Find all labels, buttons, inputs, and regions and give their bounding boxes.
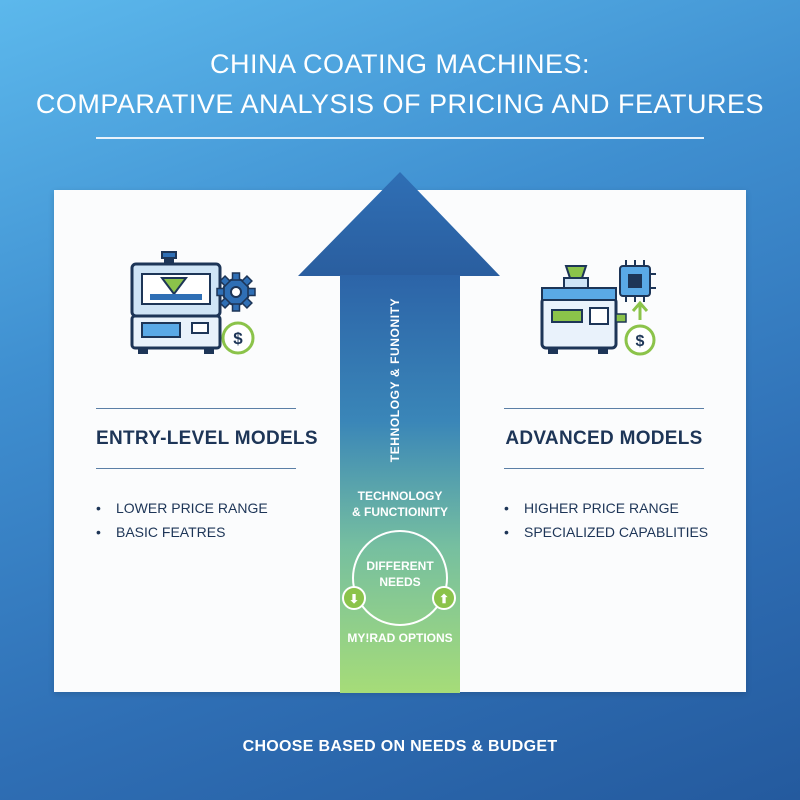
left-rule-bottom	[96, 468, 296, 469]
advanced-title: ADVANCED MODELS	[505, 428, 703, 449]
technology-label: TECHNOLOGY & FUNCTIOINITY	[320, 488, 480, 520]
svg-text:⬆: ⬆	[439, 592, 449, 606]
title-divider	[96, 137, 704, 139]
right-rule-bottom	[504, 468, 704, 469]
left-rule-top	[96, 408, 296, 409]
list-item: LOWER PRICE RANGE	[96, 496, 268, 520]
different-needs-line-2: NEEDS	[379, 575, 421, 589]
coating-machine-icon	[540, 265, 627, 354]
dollar-icon: $	[221, 321, 255, 355]
arrow-vertical-label: TEHNOLOGY & FUNONITY	[388, 297, 402, 463]
svg-text:$: $	[233, 329, 243, 348]
list-item: SPECIALIZED CAPABLITIES	[504, 520, 708, 544]
svg-text:⬇: ⬇	[349, 592, 359, 606]
list-item: HIGHER PRICE RANGE	[504, 496, 708, 520]
technology-label-line-1: TECHNOLOGY	[357, 489, 443, 503]
advanced-machine-icon-group: $	[540, 260, 656, 356]
page-title: CHINA COATING MACHINES: COMPARATIVE ANAL…	[0, 44, 800, 124]
advanced-features: HIGHER PRICE RANGE SPECIALIZED CAPABLITI…	[504, 496, 708, 544]
arrow-shaft	[340, 275, 460, 693]
technology-label-line-2: & FUNCTIOINITY	[352, 505, 448, 519]
list-item: BASIC FEATRES	[96, 520, 268, 544]
chip-icon	[619, 260, 656, 302]
myriad-options-label: MY!RAD OPTIONS	[347, 631, 453, 645]
right-rule-top	[504, 408, 704, 409]
cycle-diagram: ⬇ ⬆	[342, 530, 456, 626]
title-line-1: CHINA COATING MACHINES:	[209, 49, 591, 79]
dollar-up-icon: $	[624, 300, 656, 356]
svg-text:$: $	[636, 333, 645, 350]
different-needs-label: DIFFERENT NEEDS	[320, 558, 480, 590]
arrow-head	[298, 172, 500, 276]
different-needs-line-1: DIFFERENT	[366, 559, 434, 573]
gear-icon	[216, 272, 256, 312]
footer-cta: CHOOSE BASED ON NEEDS & BUDGET	[242, 738, 558, 755]
title-line-2: COMPARATIVE ANALYSIS OF PRICING AND FEAT…	[35, 89, 765, 119]
entry-machine-icon-group: $	[130, 251, 256, 355]
entry-level-title: ENTRY-LEVEL MODELS	[96, 428, 318, 449]
entry-level-features: LOWER PRICE RANGE BASIC FEATRES	[96, 496, 268, 544]
